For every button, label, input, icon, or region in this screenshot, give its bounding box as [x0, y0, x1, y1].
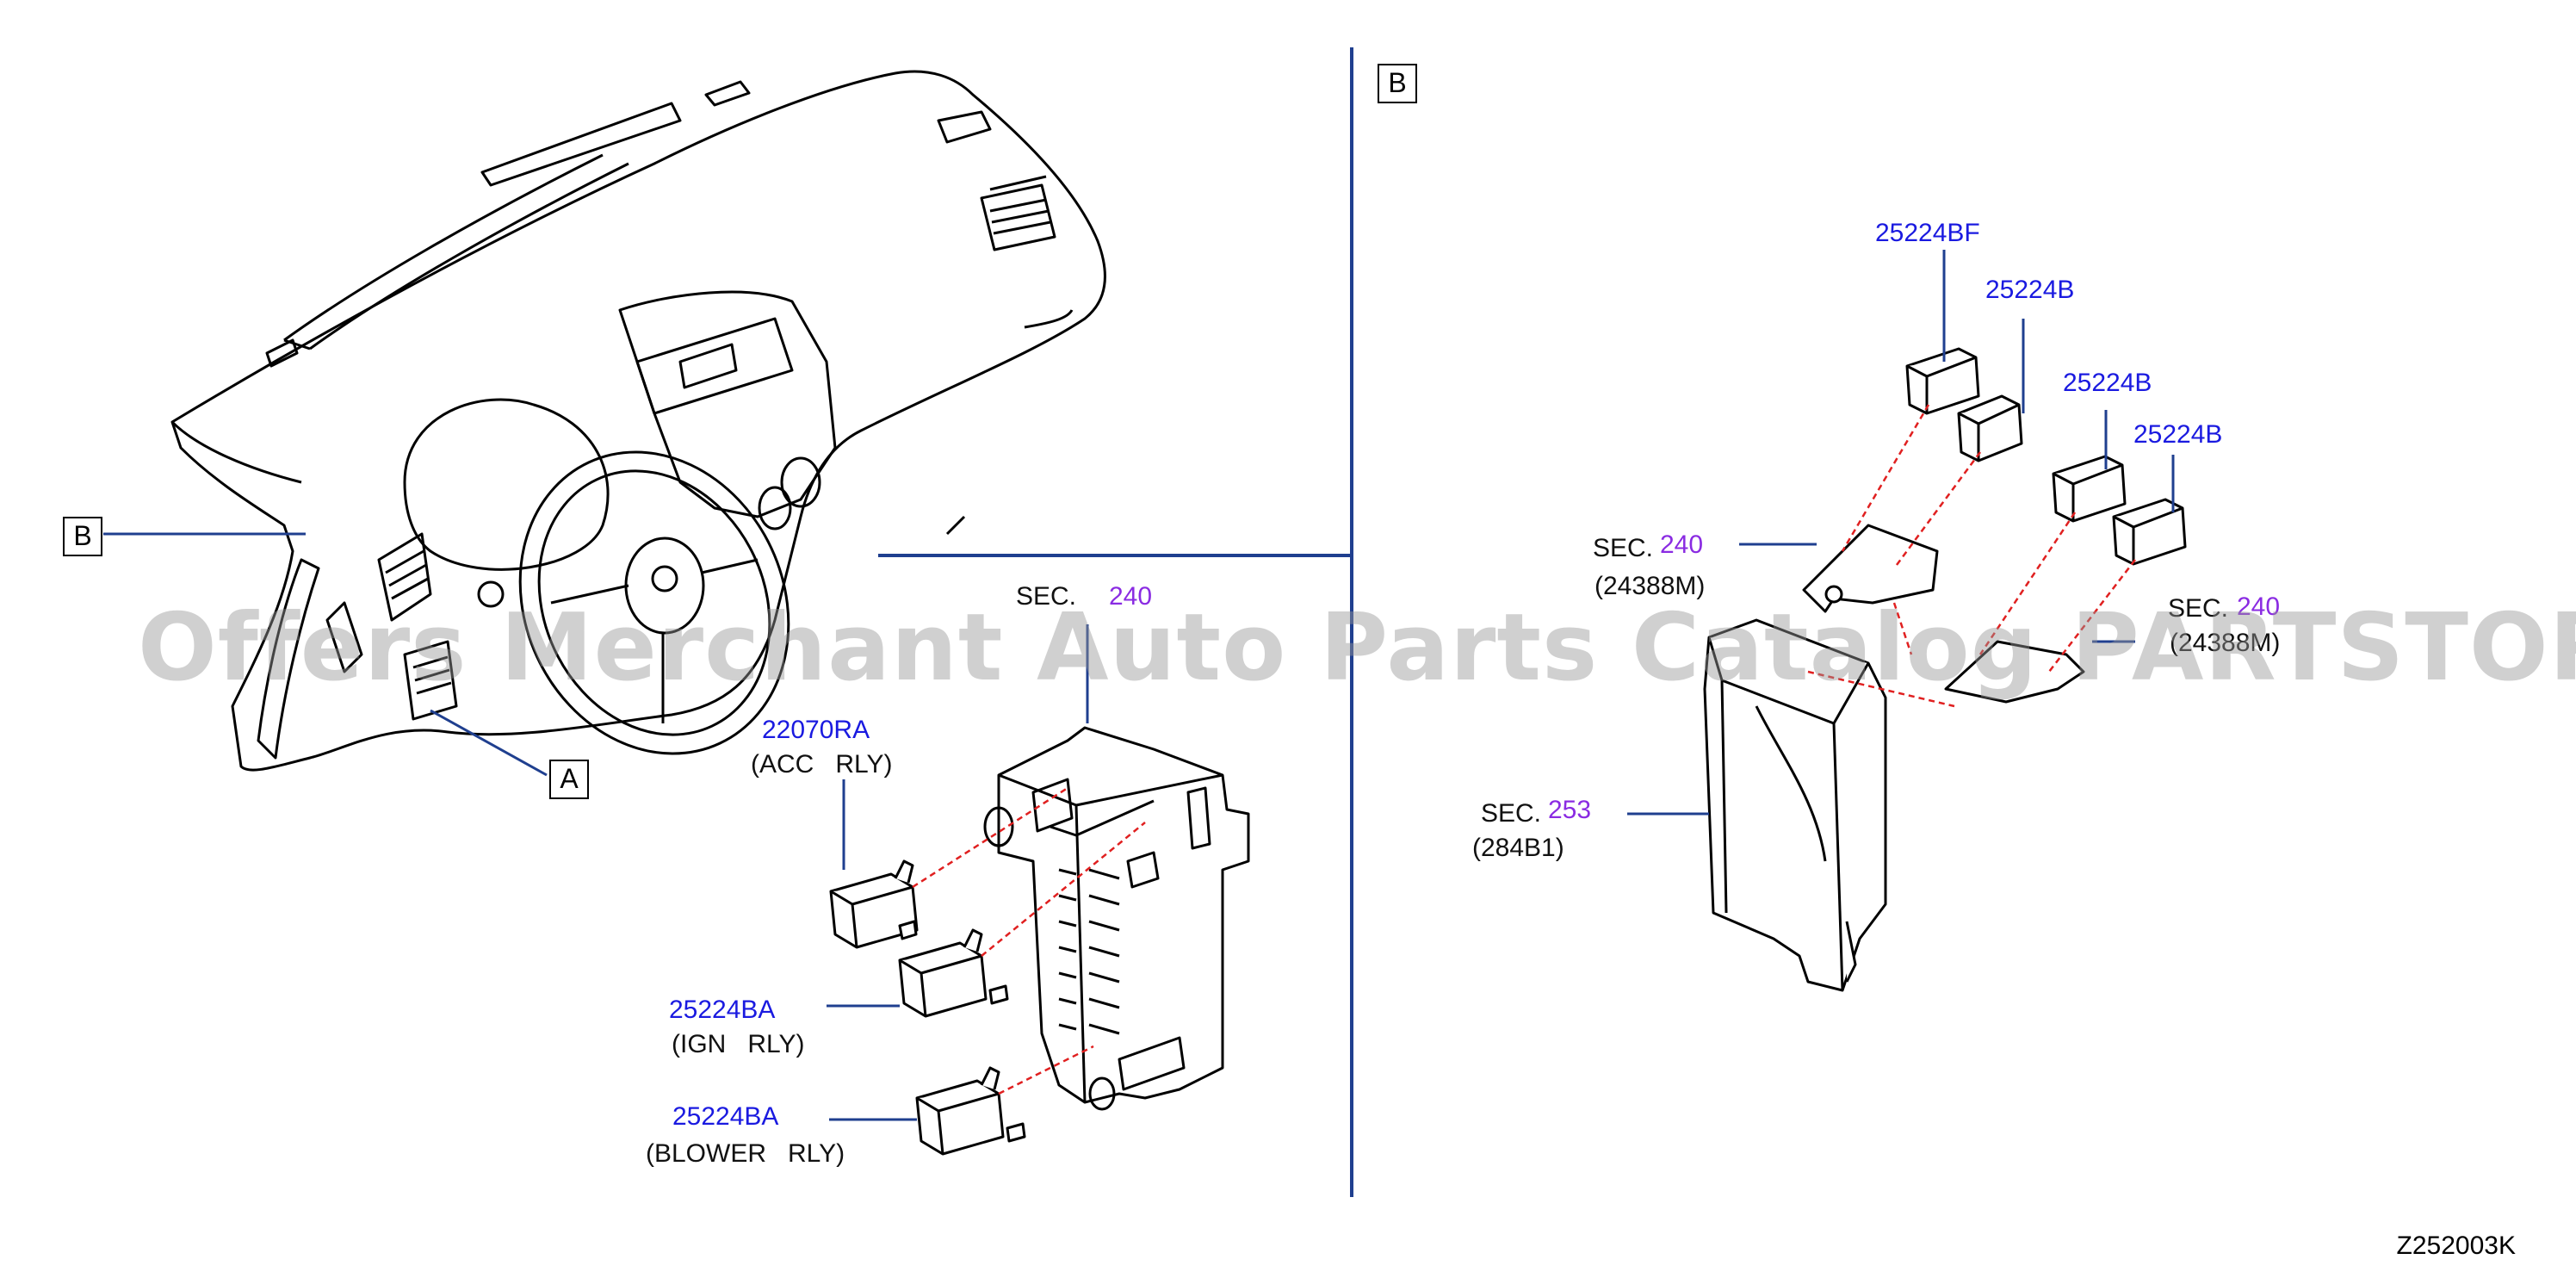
relay-part-number-25224bf[interactable]: 25224BF [1875, 219, 1980, 247]
ign-relay-description: (IGN RLY) [672, 1030, 805, 1058]
blower-relay-part-number[interactable]: 25224BA [672, 1102, 779, 1131]
section-separators [878, 47, 1353, 1197]
bracket-sec-prefix: SEC. [1593, 534, 1654, 562]
relay-part-number-25224b-3[interactable]: 25224B [2133, 420, 2223, 449]
bracket-part-code: (24388M) [1595, 572, 1706, 600]
bcm-part-code: (284B1) [1472, 834, 1564, 862]
fuse-block-sec-number[interactable]: 240 [1109, 582, 1153, 611]
relay-part-number-25224b-2[interactable]: 25224B [2063, 369, 2152, 397]
callout-a[interactable]: A [549, 760, 589, 799]
blower-relay-description: (BLOWER RLY) [646, 1139, 845, 1168]
bracket-sec-number[interactable]: 240 [1660, 530, 1704, 559]
instrument-panel-drawing [170, 70, 1106, 772]
acc-relay-part-number[interactable]: 22070RA [762, 716, 870, 744]
relay-drawings-left [829, 859, 1026, 1156]
fuse-block-drawing [983, 726, 1250, 1111]
connector-dashes [912, 404, 2136, 1095]
relay-part-number-25224b-1[interactable]: 25224B [1985, 276, 2075, 304]
callout-b-left[interactable]: B [63, 517, 102, 556]
leader-lines [103, 250, 2175, 1121]
diagram-code: Z252003K [2396, 1231, 2516, 1260]
ign-relay-part-number[interactable]: 25224BA [669, 996, 776, 1024]
acc-relay-description: (ACC RLY) [751, 750, 893, 779]
bracket2-part-code: (24388M) [2170, 629, 2281, 657]
bracket2-sec-prefix: SEC. [2168, 594, 2229, 623]
callout-b-view: B [1378, 64, 1417, 103]
relay-drawings-right [1703, 347, 2187, 992]
watermark-text: Offers Merchant Auto Parts Catalog PARTS… [138, 594, 2576, 702]
fuse-block-sec-prefix: SEC. [1016, 582, 1077, 611]
bracket2-sec-number[interactable]: 240 [2237, 592, 2281, 621]
bcm-sec-number[interactable]: 253 [1548, 796, 1592, 824]
bcm-sec-prefix: SEC. [1481, 799, 1542, 828]
